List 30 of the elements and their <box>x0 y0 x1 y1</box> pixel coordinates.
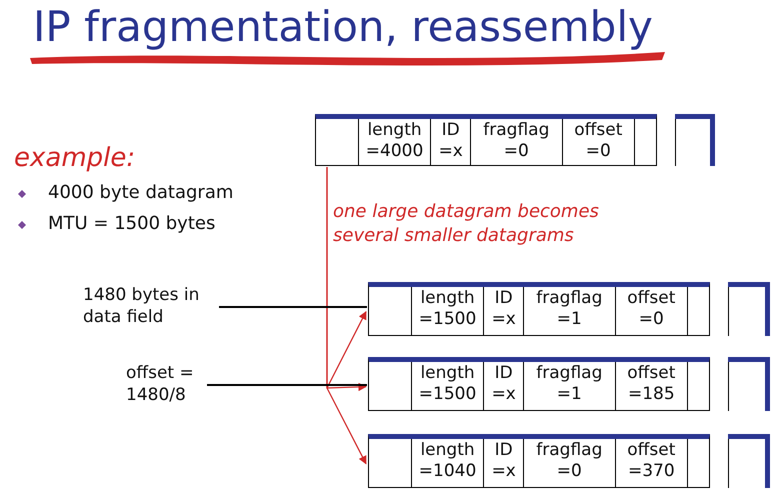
annotation-text: 1480 bytes in data field <box>83 284 218 328</box>
header-field: ID =x <box>438 120 463 161</box>
header-field: fragflag =1 <box>536 288 602 329</box>
header-field: fragflag =0 <box>483 120 550 161</box>
annotation-text: offset = 1480/8 <box>126 362 206 406</box>
datagram-header <box>315 114 657 166</box>
datagram-header <box>368 434 710 488</box>
datagram-header <box>368 282 710 336</box>
bullet-text: MTU = 1500 bytes <box>48 213 216 234</box>
header-field: length =1500 <box>418 363 476 404</box>
header-field: offset =185 <box>627 363 676 404</box>
header-field: ID =x <box>492 440 516 481</box>
header-field: offset =0 <box>574 120 622 161</box>
header-field: ID =x <box>492 363 516 404</box>
header-field: length =1500 <box>418 288 476 329</box>
leader-line <box>219 306 367 308</box>
leader-line <box>207 384 367 386</box>
example-heading: example: <box>14 143 136 173</box>
header-field: ID =x <box>492 288 516 329</box>
annotation-text: one large datagram becomes several smaller datagrams <box>333 200 600 248</box>
header-field: offset =0 <box>627 288 676 329</box>
header-field: fragflag =0 <box>536 440 602 481</box>
slide-title: IP fragmentation, reassembly <box>33 2 653 51</box>
arrow <box>326 167 367 464</box>
datagram-header <box>368 357 710 411</box>
header-field: length =1040 <box>418 440 476 481</box>
bullet-text: 4000 byte datagram <box>48 182 234 203</box>
header-field: offset =370 <box>627 440 676 481</box>
header-field: fragflag =1 <box>536 363 602 404</box>
header-field: length =4000 <box>366 120 424 161</box>
